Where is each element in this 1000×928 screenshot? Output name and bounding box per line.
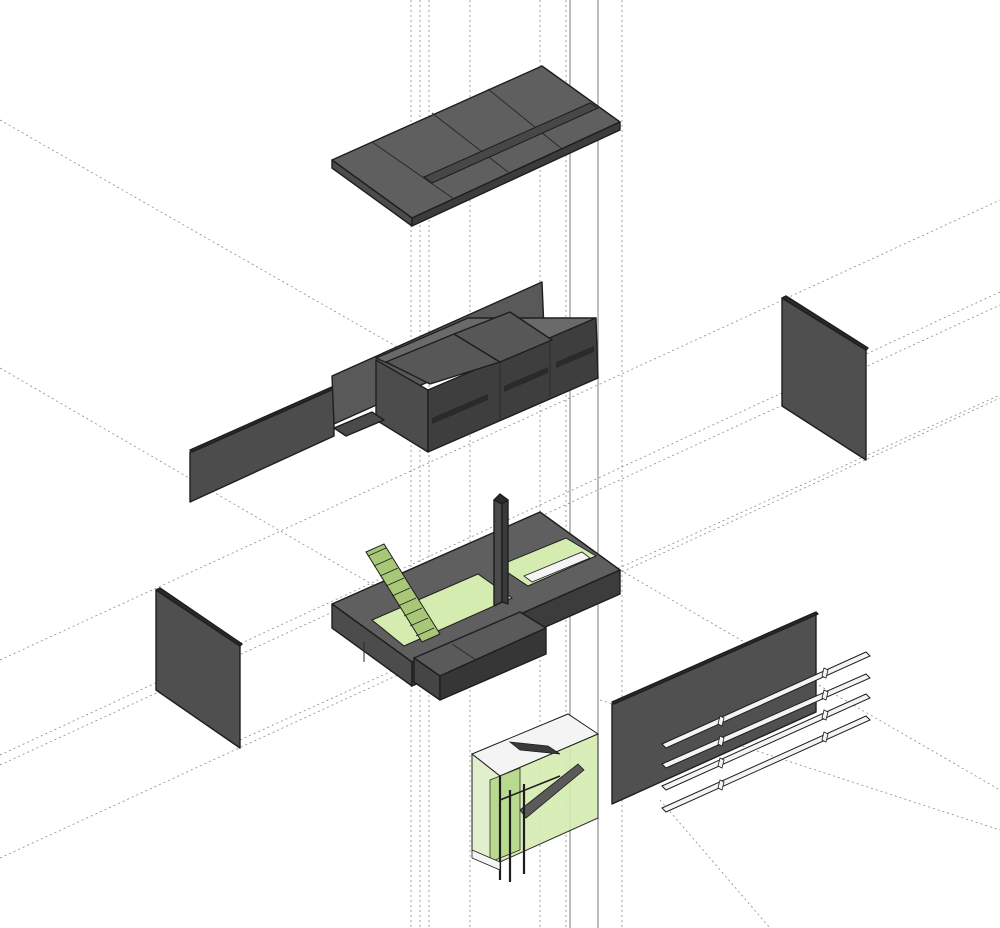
ground-slab-joint-1 [451, 643, 477, 661]
rail-3-bar [661, 693, 871, 791]
wall-panel-right-lower-edge [611, 611, 819, 705]
enclosure-upper-landing [508, 741, 561, 755]
ground-step-front [439, 627, 547, 701]
rail-3-bracket-b [821, 709, 829, 721]
rail-2 [661, 673, 871, 769]
ground-slab-skylight-opening [523, 551, 591, 583]
guide-diag-10 [239, 394, 1000, 741]
wall-panel-right-lower-face [611, 613, 817, 805]
roof-slab-joint-3 [487, 88, 563, 150]
upper-floor-volume [189, 281, 599, 503]
rail-1-bar [661, 651, 871, 749]
rail-4-bar [661, 715, 871, 813]
stair-tread-1 [367, 547, 387, 557]
floating-stair [365, 543, 441, 643]
enclosure-inner-glass [489, 767, 521, 863]
rail-2-bracket-a [717, 735, 725, 747]
chimney-front [493, 495, 503, 607]
stair-tread-9 [415, 627, 435, 637]
stair-tread-6 [397, 597, 417, 607]
guide-diag-6 [0, 199, 1000, 661]
rail-1-bracket-b [821, 667, 829, 679]
glass-stair-enclosure [471, 713, 600, 882]
upper-window-slot-2 [504, 367, 548, 392]
upper-window-slot-1 [432, 394, 488, 424]
wall-panel-left-lower-edge [155, 587, 243, 647]
roof-slab-joint-2 [431, 112, 509, 173]
rail-3-bracket-a [717, 757, 725, 769]
upper-ledge [333, 411, 385, 437]
wall-panel-right-upper [781, 295, 869, 461]
cantilever-wall-left [189, 387, 335, 503]
ground-floor-slab [331, 511, 621, 701]
chimney-side [501, 495, 509, 605]
stair-tread-8 [409, 617, 429, 627]
upper-window-slot-3 [556, 346, 594, 368]
roof-slab-right-face [411, 121, 621, 227]
stair-tread-7 [403, 607, 423, 617]
ground-slab-glass-void-2 [496, 537, 598, 587]
rail-1 [661, 651, 871, 749]
roof-slab [331, 65, 621, 227]
rail-2-bar [661, 673, 871, 769]
rail-4-bracket-b [821, 731, 829, 743]
guide-diag-5 [659, 799, 771, 928]
upper-volume-bay-2 [453, 311, 553, 363]
wall-panel-right-lower [611, 611, 819, 805]
rail-1-bracket-a [717, 715, 725, 727]
rail-4 [661, 715, 871, 813]
enclosure-beam [499, 775, 561, 801]
rail-3 [661, 693, 871, 791]
guide-diag-1 [0, 119, 421, 361]
stair-tread-5 [391, 587, 411, 597]
rail-2-bracket-b [821, 689, 829, 701]
stair-tread-3 [379, 567, 399, 577]
ground-slab-glass-void-1 [371, 573, 514, 647]
wall-panel-right-upper-edge [781, 295, 869, 351]
wall-panel-left-lower [155, 587, 243, 749]
stair-tread-4 [385, 577, 405, 587]
rail-4-bracket-a [717, 779, 725, 791]
enclosure-base [471, 849, 501, 871]
stair-tread-2 [373, 557, 393, 567]
balustrade-rails [661, 651, 871, 813]
chimney-column [493, 493, 509, 607]
stair-stringer [365, 543, 441, 643]
roof-slab-joint-1 [371, 141, 455, 200]
guide-diag-3 [619, 569, 1000, 791]
roof-slab-skylight-slot [423, 102, 600, 184]
chimney-top [493, 493, 509, 505]
